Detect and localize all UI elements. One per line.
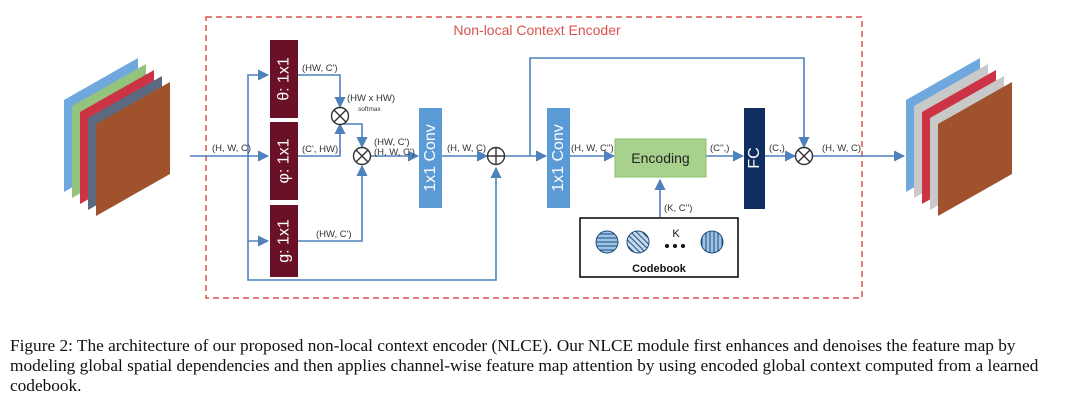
dim-enc-out: (C'',): [710, 143, 729, 154]
codebook: K Codebook: [579, 217, 739, 278]
dim-phi-out: (C', HW): [302, 144, 338, 155]
dim-input: (H, W, C): [212, 143, 251, 154]
dim-conv1-in: (H, W, C'): [374, 147, 415, 158]
input-feature-map: [64, 58, 170, 216]
encoder-title: Non-local Context Encoder: [453, 22, 621, 38]
output-feature-map: [906, 58, 1012, 216]
theta-block: θ: 1x1: [270, 40, 298, 118]
dim-conv1-out: (H, W, C): [447, 143, 486, 154]
dim-codebook-out: (K, C''): [664, 203, 692, 214]
figure-caption: Figure 2: The architecture of our propos…: [10, 336, 1039, 395]
softmax-label: softmax: [358, 106, 382, 113]
multiply-icon-output: [794, 146, 814, 166]
nlce-architecture-diagram: Non-local Context Encoder θ: 1x1 φ: 1x1 …: [64, 16, 1012, 299]
ellipsis-dot: [673, 244, 677, 248]
svg-text:g: 1x1: g: 1x1: [276, 219, 293, 263]
connections: [190, 57, 906, 281]
add-icon: [486, 146, 506, 166]
k-label: K: [672, 228, 680, 240]
conv2-block: 1x1 Conv: [547, 108, 570, 208]
encoding-block: Encoding: [614, 138, 707, 178]
g-block: g: 1x1: [270, 205, 298, 277]
dim-output: (H, W, C): [822, 143, 861, 154]
ellipsis-dot: [681, 244, 685, 248]
dim-theta-phi: (HW x HW): [347, 93, 395, 104]
conv1-block: 1x1 Conv: [419, 108, 442, 208]
dim-mult-out: (HW, C'): [374, 137, 410, 148]
fc-block: FC: [744, 108, 765, 209]
dimension-labels: (H, W, C) (HW, C') (HW x HW) softmax (C'…: [212, 63, 861, 240]
dim-g-out: (HW, C'): [316, 229, 352, 240]
codeword-icon: [626, 230, 650, 254]
svg-text:1x1 Conv: 1x1 Conv: [422, 124, 439, 192]
dim-theta-out: (HW, C'): [302, 63, 338, 74]
multiply-icon-theta-phi: [330, 106, 350, 126]
svg-text:θ: 1x1: θ: 1x1: [276, 57, 293, 101]
phi-block: φ: 1x1: [270, 122, 298, 200]
svg-text:φ: 1x1: φ: 1x1: [276, 138, 293, 183]
encoder-border: [205, 16, 863, 299]
codeword-icon: [595, 230, 619, 254]
codebook-label: Codebook: [632, 263, 687, 275]
multiply-icon-g: [352, 146, 372, 166]
dim-fc-out: (C,): [769, 143, 785, 154]
codeword-icon: [700, 230, 724, 254]
svg-text:1x1 Conv: 1x1 Conv: [550, 124, 567, 192]
svg-text:FC: FC: [746, 147, 763, 168]
ellipsis-dot: [665, 244, 669, 248]
svg-text:Encoding: Encoding: [631, 150, 689, 166]
dim-conv2-out: (H, W, C''): [571, 143, 614, 154]
